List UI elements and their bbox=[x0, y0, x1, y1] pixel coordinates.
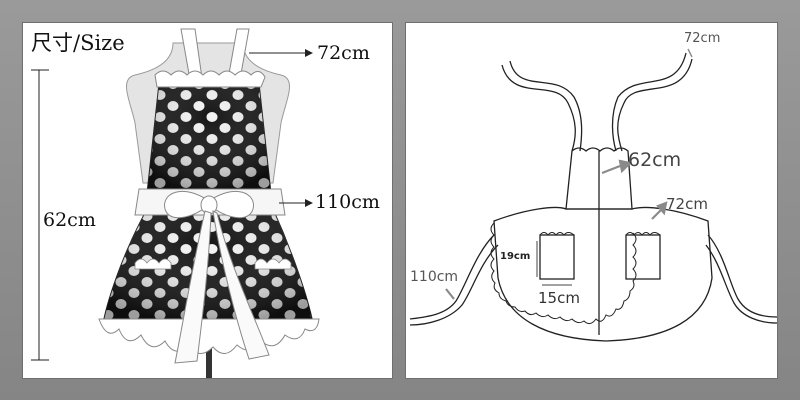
skirt-ruffle bbox=[490, 222, 637, 325]
apron-diagram-panel: 72cm 62cm 72cm 110cm 19cm 15cm bbox=[405, 22, 778, 379]
pocket-ruffles bbox=[539, 232, 661, 236]
length-measure-label: 62cm bbox=[43, 209, 96, 231]
right-pocket bbox=[625, 234, 661, 280]
bib-outline bbox=[565, 147, 633, 210]
waist-measure-arrow bbox=[279, 199, 313, 207]
apron-photo-illustration bbox=[31, 28, 320, 378]
strap-measure-pointer bbox=[687, 48, 693, 58]
apron-photo-panel: 尺寸/Size 72cm 62cm 110cm bbox=[22, 22, 393, 379]
diagram-pocket-width-label: 15cm bbox=[538, 289, 580, 307]
size-title: 尺寸/Size bbox=[31, 31, 125, 55]
length-measure-line bbox=[31, 69, 49, 361]
left-neck-strap bbox=[501, 64, 576, 152]
skirt-outline bbox=[493, 206, 713, 342]
right-waist-tie bbox=[707, 234, 777, 318]
left-waist-tie bbox=[409, 234, 495, 320]
strap-measure-arrow bbox=[249, 49, 313, 57]
diagram-skirt-width-label: 72cm bbox=[666, 195, 708, 213]
apron-bib bbox=[146, 70, 272, 194]
apron-line-diagram bbox=[409, 48, 777, 342]
diagram-pocket-height-label: 19cm bbox=[500, 251, 531, 262]
skirt-width-arrow bbox=[651, 208, 663, 220]
left-pocket bbox=[539, 234, 575, 280]
right-neck-strap bbox=[617, 58, 693, 152]
diagram-waist-tie-label: 110cm bbox=[410, 269, 459, 285]
waist-tie-arrow bbox=[445, 288, 455, 300]
diagram-bib-height-label: 62cm bbox=[628, 149, 682, 171]
waist-measure-label: 110cm bbox=[315, 191, 380, 213]
apron-skirt bbox=[98, 208, 320, 354]
bib-height-arrow bbox=[601, 164, 621, 175]
strap-measure-label: 72cm bbox=[317, 42, 370, 64]
diagram-strap-label: 72cm bbox=[684, 31, 721, 46]
waist-bow bbox=[134, 188, 286, 364]
